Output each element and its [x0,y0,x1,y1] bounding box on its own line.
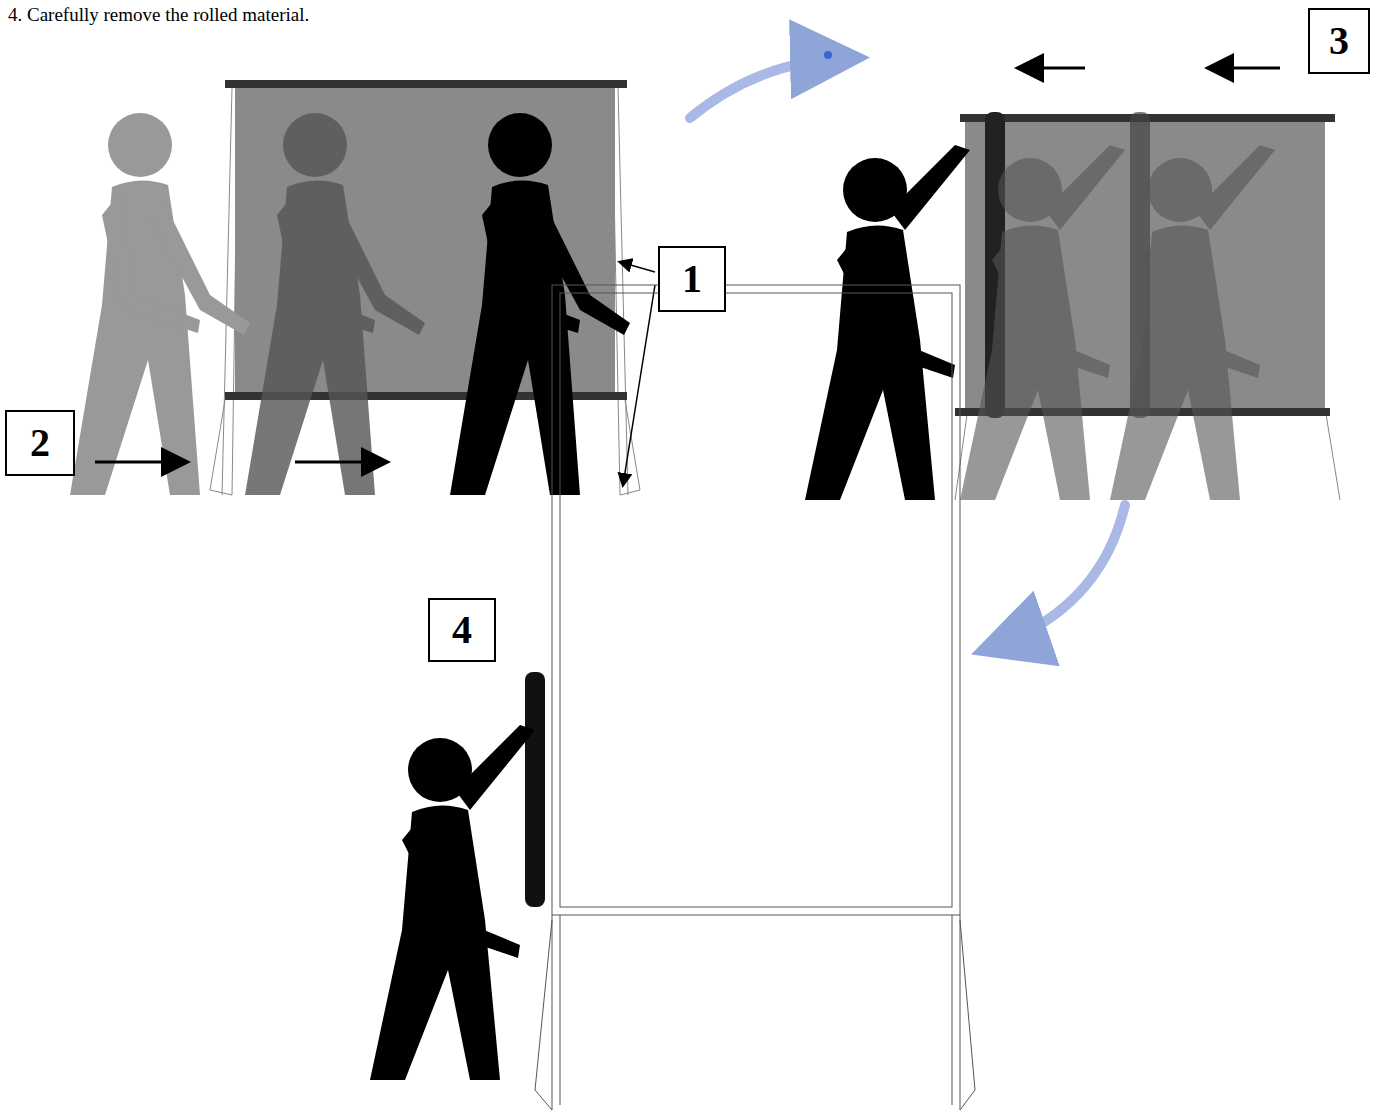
instruction-text: 4. Carefully remove the rolled material. [8,4,309,26]
callout-number: 4 [452,610,472,650]
screen-frame-2 [955,112,1340,500]
rolled-material [525,672,545,907]
callout-box: 3 [1308,8,1370,74]
callout-number: 2 [30,423,50,463]
callout-box: 2 [5,410,75,476]
callout-box: 4 [428,598,496,662]
callout-number: 3 [1329,21,1349,61]
screen-frame-1 [210,80,640,495]
callout-number: 1 [682,259,702,299]
screen-frame-3 [535,285,975,1110]
callout-box: 1 [658,246,726,312]
